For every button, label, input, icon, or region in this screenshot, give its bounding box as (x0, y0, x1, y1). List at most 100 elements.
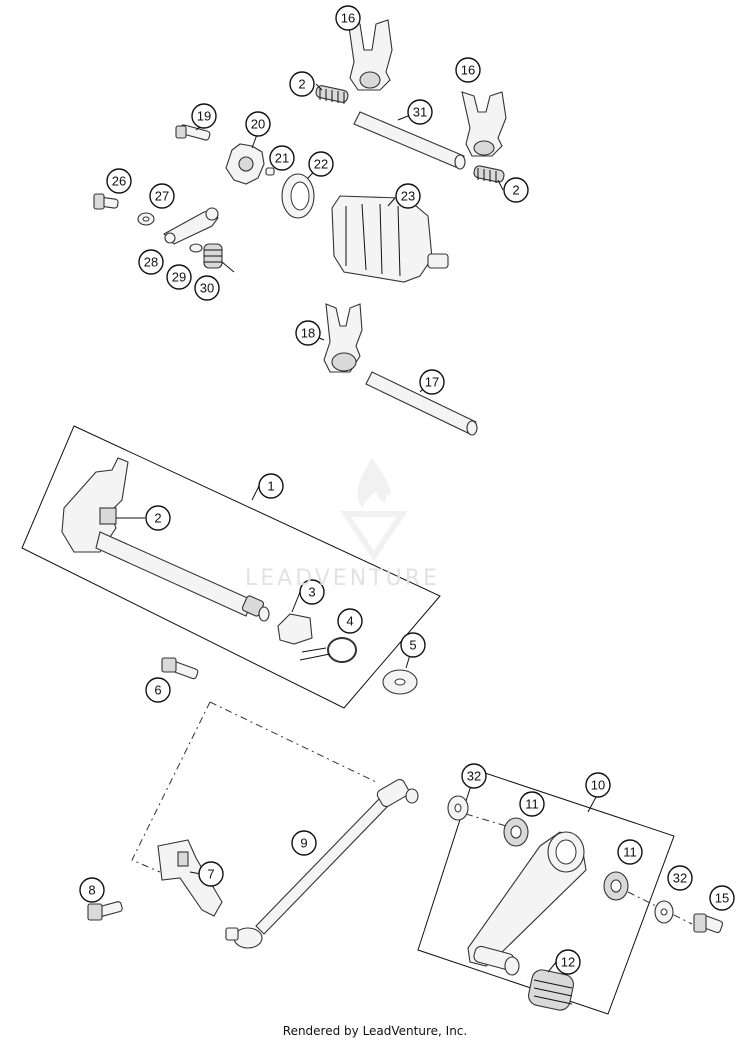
callout-label: 28 (144, 255, 158, 270)
shift-rod-9 (225, 778, 419, 949)
bolt-26 (93, 193, 119, 210)
spring-right (473, 165, 505, 183)
callout-label: 10 (591, 778, 605, 793)
spring-upper-left (315, 85, 349, 104)
callout-label: 2 (512, 183, 519, 198)
washer-27 (137, 212, 155, 226)
callout-label: 26 (112, 174, 126, 189)
shift-lever-10 (467, 831, 587, 976)
shift-fork-right (461, 91, 507, 157)
callout-17: 17 (419, 369, 445, 395)
callout-2: 2 (145, 505, 171, 531)
shift-rod-31 (353, 111, 466, 170)
callout-12: 12 (555, 949, 581, 975)
callout-28: 28 (138, 249, 164, 275)
callout-label: 6 (154, 683, 161, 698)
callout-23: 23 (395, 183, 421, 209)
callout-label: 15 (715, 891, 729, 906)
callout-label: 2 (298, 77, 305, 92)
spring-30 (203, 243, 235, 273)
callout-3: 3 (299, 579, 325, 605)
ring-22 (281, 173, 315, 219)
callout-10: 10 (585, 772, 611, 798)
callout-6: 6 (145, 677, 171, 703)
pin-21 (265, 167, 275, 176)
callout-label: 3 (308, 585, 315, 600)
callout-2: 2 (503, 177, 529, 203)
callout-label: 32 (673, 871, 687, 886)
callout-29: 29 (166, 264, 192, 290)
linkage-dashed-outline (131, 701, 377, 873)
spring-4 (299, 637, 357, 663)
leadventure-logo-watermark (340, 458, 408, 562)
footpeg-rubber-12 (528, 969, 574, 1011)
callout-label: 4 (346, 614, 353, 629)
shift-lever-7 (157, 839, 223, 917)
shift-fork-18 (323, 303, 363, 373)
callout-32: 32 (667, 865, 693, 891)
callout-label: 12 (561, 955, 575, 970)
callout-11: 11 (617, 839, 643, 865)
callout-1: 1 (258, 473, 284, 499)
callout-label: 16 (461, 63, 475, 78)
callout-16: 16 (335, 5, 361, 31)
washer-32-left (447, 795, 507, 827)
callout-label: 31 (413, 105, 427, 120)
callout-label: 29 (172, 270, 186, 285)
washer-5 (382, 669, 418, 695)
footer-credit: Rendered by LeadVenture, Inc. (282, 1024, 468, 1038)
callout-26: 26 (106, 168, 132, 194)
shift-shaft-assembly-box (21, 425, 441, 709)
callout-31: 31 (407, 99, 433, 125)
callout-15: 15 (709, 885, 735, 911)
shift-rod-17 (365, 371, 478, 436)
pin-6 (161, 657, 199, 680)
callout-label: 27 (155, 189, 169, 204)
callout-8: 8 (79, 877, 105, 903)
callout-label: 7 (207, 867, 214, 882)
callout-7: 7 (198, 861, 224, 887)
clamp-3 (277, 613, 313, 645)
callout-19: 19 (191, 103, 217, 129)
callout-21: 21 (269, 145, 295, 171)
shift-drum-star-20 (225, 143, 265, 185)
callout-label: 11 (525, 797, 539, 812)
shift-drum-23 (331, 195, 449, 283)
callout-label: 2 (154, 511, 161, 526)
bolt-15 (693, 913, 724, 934)
callout-label: 18 (301, 326, 315, 341)
callout-32: 32 (461, 763, 487, 789)
locking-lever-28 (163, 207, 219, 245)
watermark-text: LEADVENTURE (245, 566, 440, 591)
callout-label: 8 (88, 883, 95, 898)
callout-label: 30 (200, 281, 214, 296)
callout-label: 16 (341, 11, 355, 26)
callout-label: 11 (623, 845, 637, 860)
shift-shaft-1 (61, 457, 270, 622)
callout-label: 20 (251, 117, 265, 132)
shift-fork-top (347, 19, 393, 91)
callout-label: 19 (197, 109, 211, 124)
callout-label: 17 (425, 375, 439, 390)
bearing-11-left (503, 817, 529, 847)
callout-9: 9 (291, 830, 317, 856)
callout-label: 1 (267, 479, 274, 494)
callout-label: 23 (401, 189, 415, 204)
bolt-8 (87, 901, 123, 921)
callout-20: 20 (245, 111, 271, 137)
callout-label: 22 (314, 157, 328, 172)
washer-32-right (654, 900, 674, 924)
callout-22: 22 (308, 151, 334, 177)
washer-29 (189, 243, 203, 253)
callout-27: 27 (149, 183, 175, 209)
callout-5: 5 (400, 632, 426, 658)
callout-label: 9 (300, 836, 307, 851)
shift-lever-assembly-box (417, 769, 675, 1015)
callout-30: 30 (194, 275, 220, 301)
callout-label: 32 (467, 769, 481, 784)
callout-label: 21 (275, 151, 289, 166)
bolt-19 (175, 124, 211, 141)
callout-16: 16 (455, 57, 481, 83)
